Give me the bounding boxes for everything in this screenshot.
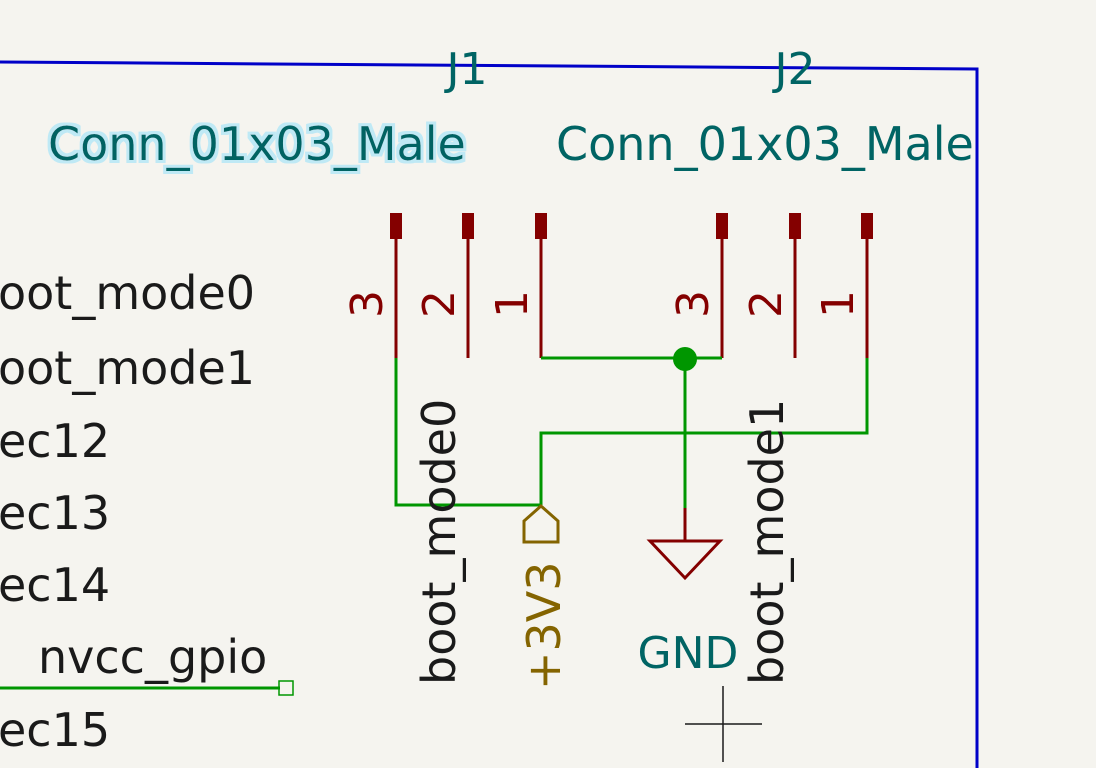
hier-pin-label[interactable]: oot_mode1 — [0, 341, 255, 395]
gnd-label: GND — [638, 628, 739, 679]
hier-pin-label[interactable]: oot_mode0 — [0, 266, 255, 320]
j2-pin2-head — [789, 213, 801, 239]
net-label-boot-mode1[interactable]: boot_mode1 — [740, 399, 794, 685]
wires — [394, 356, 869, 510]
j1-pin3-head — [390, 213, 402, 239]
hier-pin-label[interactable]: ec14 — [0, 558, 110, 612]
power-flag-icon — [522, 503, 560, 544]
ground-icon — [646, 539, 724, 581]
j2-pin2-number: 2 — [741, 290, 792, 318]
j2-pin3-head — [716, 213, 728, 239]
j1-pin3-number: 3 — [342, 290, 393, 318]
j2-pin1-number: 1 — [813, 290, 864, 318]
wire-3v3[interactable] — [539, 358, 869, 505]
hierarchical-pin-list: oot_mode0 oot_mode1 ec12 ec13 ec14 nvcc_… — [0, 266, 267, 757]
power-symbol-3v3[interactable]: +3V3 — [517, 503, 571, 690]
net-label-boot-mode0[interactable]: boot_mode0 — [412, 399, 466, 685]
hier-pin-label[interactable]: nvcc_gpio — [38, 630, 267, 684]
j1-pin2-head — [462, 213, 474, 239]
j1-pin1-head — [535, 213, 547, 239]
junction-dot[interactable] — [673, 347, 697, 371]
power-3v3-label: +3V3 — [517, 561, 571, 690]
j1-reference: J1 — [444, 44, 488, 95]
component-j1[interactable]: J1 Conn_01x03_Male 3 2 1 — [48, 44, 547, 358]
j1-pin2-number: 2 — [414, 290, 465, 318]
wire-boot-mode0[interactable] — [394, 358, 541, 507]
sheet-border — [0, 60, 979, 768]
j1-value: Conn_01x03_Male — [48, 117, 466, 171]
j2-pin3-number: 3 — [668, 290, 719, 318]
hier-pin-label[interactable]: ec15 — [0, 703, 110, 757]
component-j2[interactable]: J2 Conn_01x03_Male 3 2 1 — [556, 44, 974, 358]
j2-pin1-head — [861, 213, 873, 239]
j1-pin1-number: 1 — [487, 290, 538, 318]
j2-reference: J2 — [772, 44, 816, 95]
power-symbol-gnd[interactable]: GND — [638, 508, 739, 679]
unconnected-marker[interactable] — [278, 680, 294, 696]
hier-pin-label[interactable]: ec13 — [0, 486, 110, 540]
crosshair-cursor-icon — [685, 686, 762, 762]
j2-value: Conn_01x03_Male — [556, 117, 974, 171]
hier-pin-label[interactable]: ec12 — [0, 414, 110, 468]
